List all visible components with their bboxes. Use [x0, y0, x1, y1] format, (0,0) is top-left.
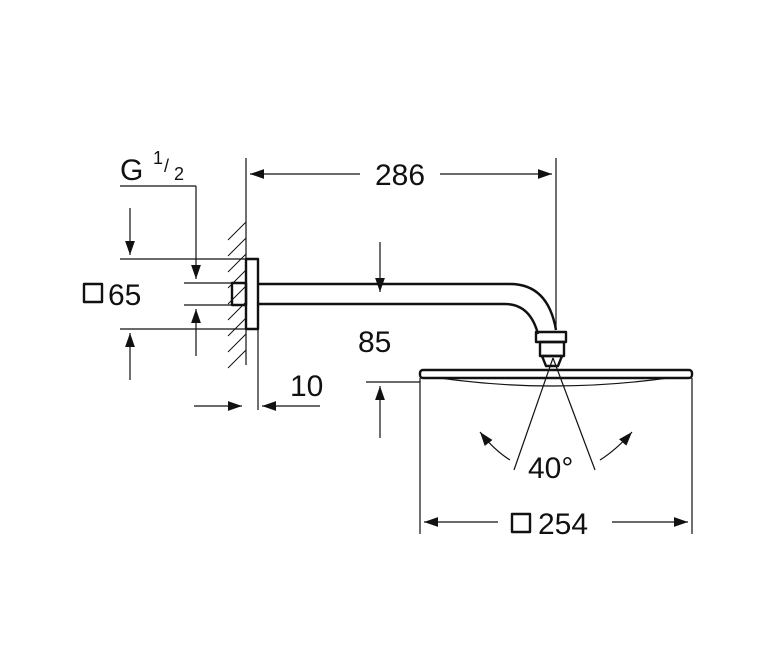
- dimension-40-degrees: 40°: [479, 357, 633, 485]
- thread-letter: G: [120, 154, 143, 187]
- dimension-286: 286: [245, 158, 557, 330]
- wall-hatching: [227, 221, 247, 369]
- thread-denominator: 2: [174, 164, 184, 184]
- dimension-65: 65: [82, 208, 246, 380]
- thread-slash: /: [164, 156, 169, 176]
- thread-numerator: 1: [153, 148, 163, 168]
- flange-square-label: 65: [108, 279, 141, 312]
- head-square-label: 254: [538, 508, 588, 541]
- arm-length-label: 286: [375, 159, 425, 192]
- dimension-85: 85: [358, 242, 420, 438]
- shower-head: [418, 368, 694, 387]
- tilt-angle-label: 40°: [528, 452, 573, 485]
- flange-thickness-label: 10: [290, 370, 323, 403]
- square-symbol-icon: [82, 282, 104, 304]
- shower-arm: [258, 282, 568, 368]
- square-symbol-icon: [510, 512, 532, 534]
- thread-callout: G 1 / 2: [120, 148, 232, 356]
- dimension-254: 254: [419, 378, 693, 541]
- dimension-10: 10: [194, 370, 323, 411]
- arm-drop-label: 85: [358, 326, 391, 359]
